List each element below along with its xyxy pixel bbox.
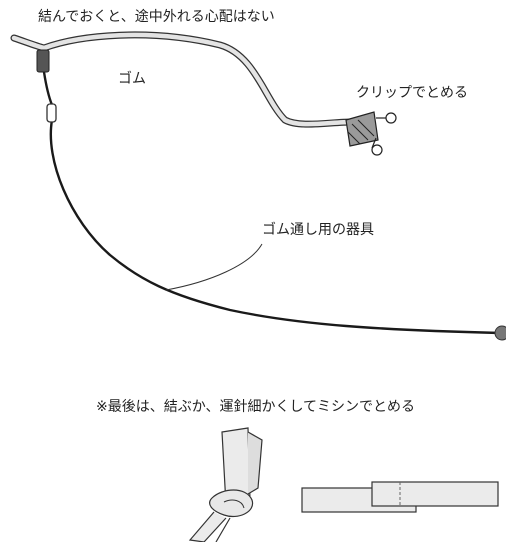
knot-detail (188, 427, 263, 542)
binder-clip (345, 111, 397, 156)
finish-note: ※最後は、結ぶか、運針細かくしてミシンでとめる (96, 399, 416, 415)
elastic-band (11, 32, 355, 127)
threader-sleeve (46, 103, 57, 123)
sewn-detail (301, 481, 499, 513)
clip-label: クリップでとめる (356, 85, 468, 101)
threader-leader-line (165, 243, 263, 291)
threader-tip (494, 325, 506, 341)
elastic-label: ゴム (118, 71, 146, 87)
threader-wire (49, 119, 501, 335)
elastic-band-outline (10, 31, 356, 128)
knot-note: 結んでおくと、途中外れる心配はない (38, 9, 275, 25)
wire-to-sleeve (42, 71, 54, 106)
knot (36, 49, 50, 73)
threader-label: ゴム通し用の器具 (262, 222, 374, 238)
